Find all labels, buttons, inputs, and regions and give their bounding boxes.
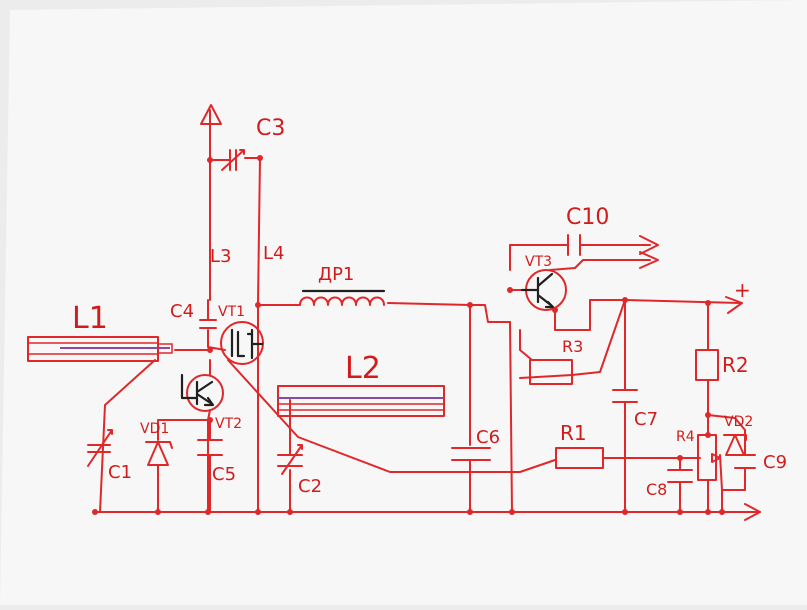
label-c9: C9 — [763, 452, 787, 473]
capacitor-c5 — [197, 439, 223, 456]
label-l2: L2 — [345, 351, 381, 386]
label-vd2: VD2 — [724, 414, 753, 430]
wires — [94, 104, 761, 521]
label-dr1: ДР1 — [318, 264, 354, 285]
capacitors — [87, 149, 756, 483]
capacitor-c7 — [612, 389, 638, 403]
capacitor-c6 — [451, 447, 491, 461]
diode-vd2 — [723, 434, 747, 456]
label-c4: C4 — [170, 301, 194, 322]
label-c1: C1 — [108, 462, 132, 483]
resistor-r4 — [697, 434, 717, 481]
capacitor-c10 — [567, 234, 581, 256]
coil-l2 — [277, 385, 445, 417]
label-vd1: VD1 — [140, 421, 169, 437]
label-c5: C5 — [212, 464, 236, 485]
label-c10: C10 — [566, 205, 609, 230]
transistors — [180, 269, 567, 412]
junctions — [92, 155, 725, 515]
label-r4: R4 — [676, 429, 695, 445]
label-r2: R2 — [722, 353, 749, 377]
choke-dr1 — [299, 289, 386, 306]
transistor-vt1 — [220, 321, 264, 365]
label-c8: C8 — [646, 480, 667, 499]
capacitor-c1 — [87, 429, 113, 467]
capacitor-c4 — [199, 319, 217, 329]
label-l1: L1 — [72, 301, 108, 336]
capacitor-c8 — [667, 469, 693, 483]
label-c3: C3 — [256, 116, 285, 141]
label-vt2: VT2 — [215, 416, 242, 432]
label-l3: L3 — [210, 246, 231, 267]
label-r3: R3 — [562, 337, 583, 356]
resistor-r1 — [555, 447, 604, 469]
transistor-vt3 — [520, 269, 567, 311]
label-plus: + — [734, 278, 751, 302]
coil-l1 — [27, 336, 173, 362]
label-vt3: VT3 — [525, 254, 552, 270]
diode-vd1 — [145, 441, 173, 466]
diodes — [145, 434, 747, 466]
label-vt1: VT1 — [218, 304, 245, 320]
capacitor-c3 — [221, 149, 245, 171]
label-c2: C2 — [298, 476, 322, 497]
label-c7: C7 — [634, 409, 658, 430]
resistor-r3 — [529, 359, 573, 385]
resistor-r2 — [695, 349, 719, 381]
capacitor-c2 — [277, 444, 303, 475]
resistors — [529, 349, 721, 481]
label-l4: L4 — [263, 243, 284, 264]
transistor-vt2 — [180, 373, 224, 412]
label-r1: R1 — [560, 421, 587, 445]
label-c6: C6 — [476, 427, 500, 448]
labels: L1 L2 L3 L4 C3 C4 VT1 VT2 VT3 VD1 VD2 C1… — [72, 116, 787, 499]
